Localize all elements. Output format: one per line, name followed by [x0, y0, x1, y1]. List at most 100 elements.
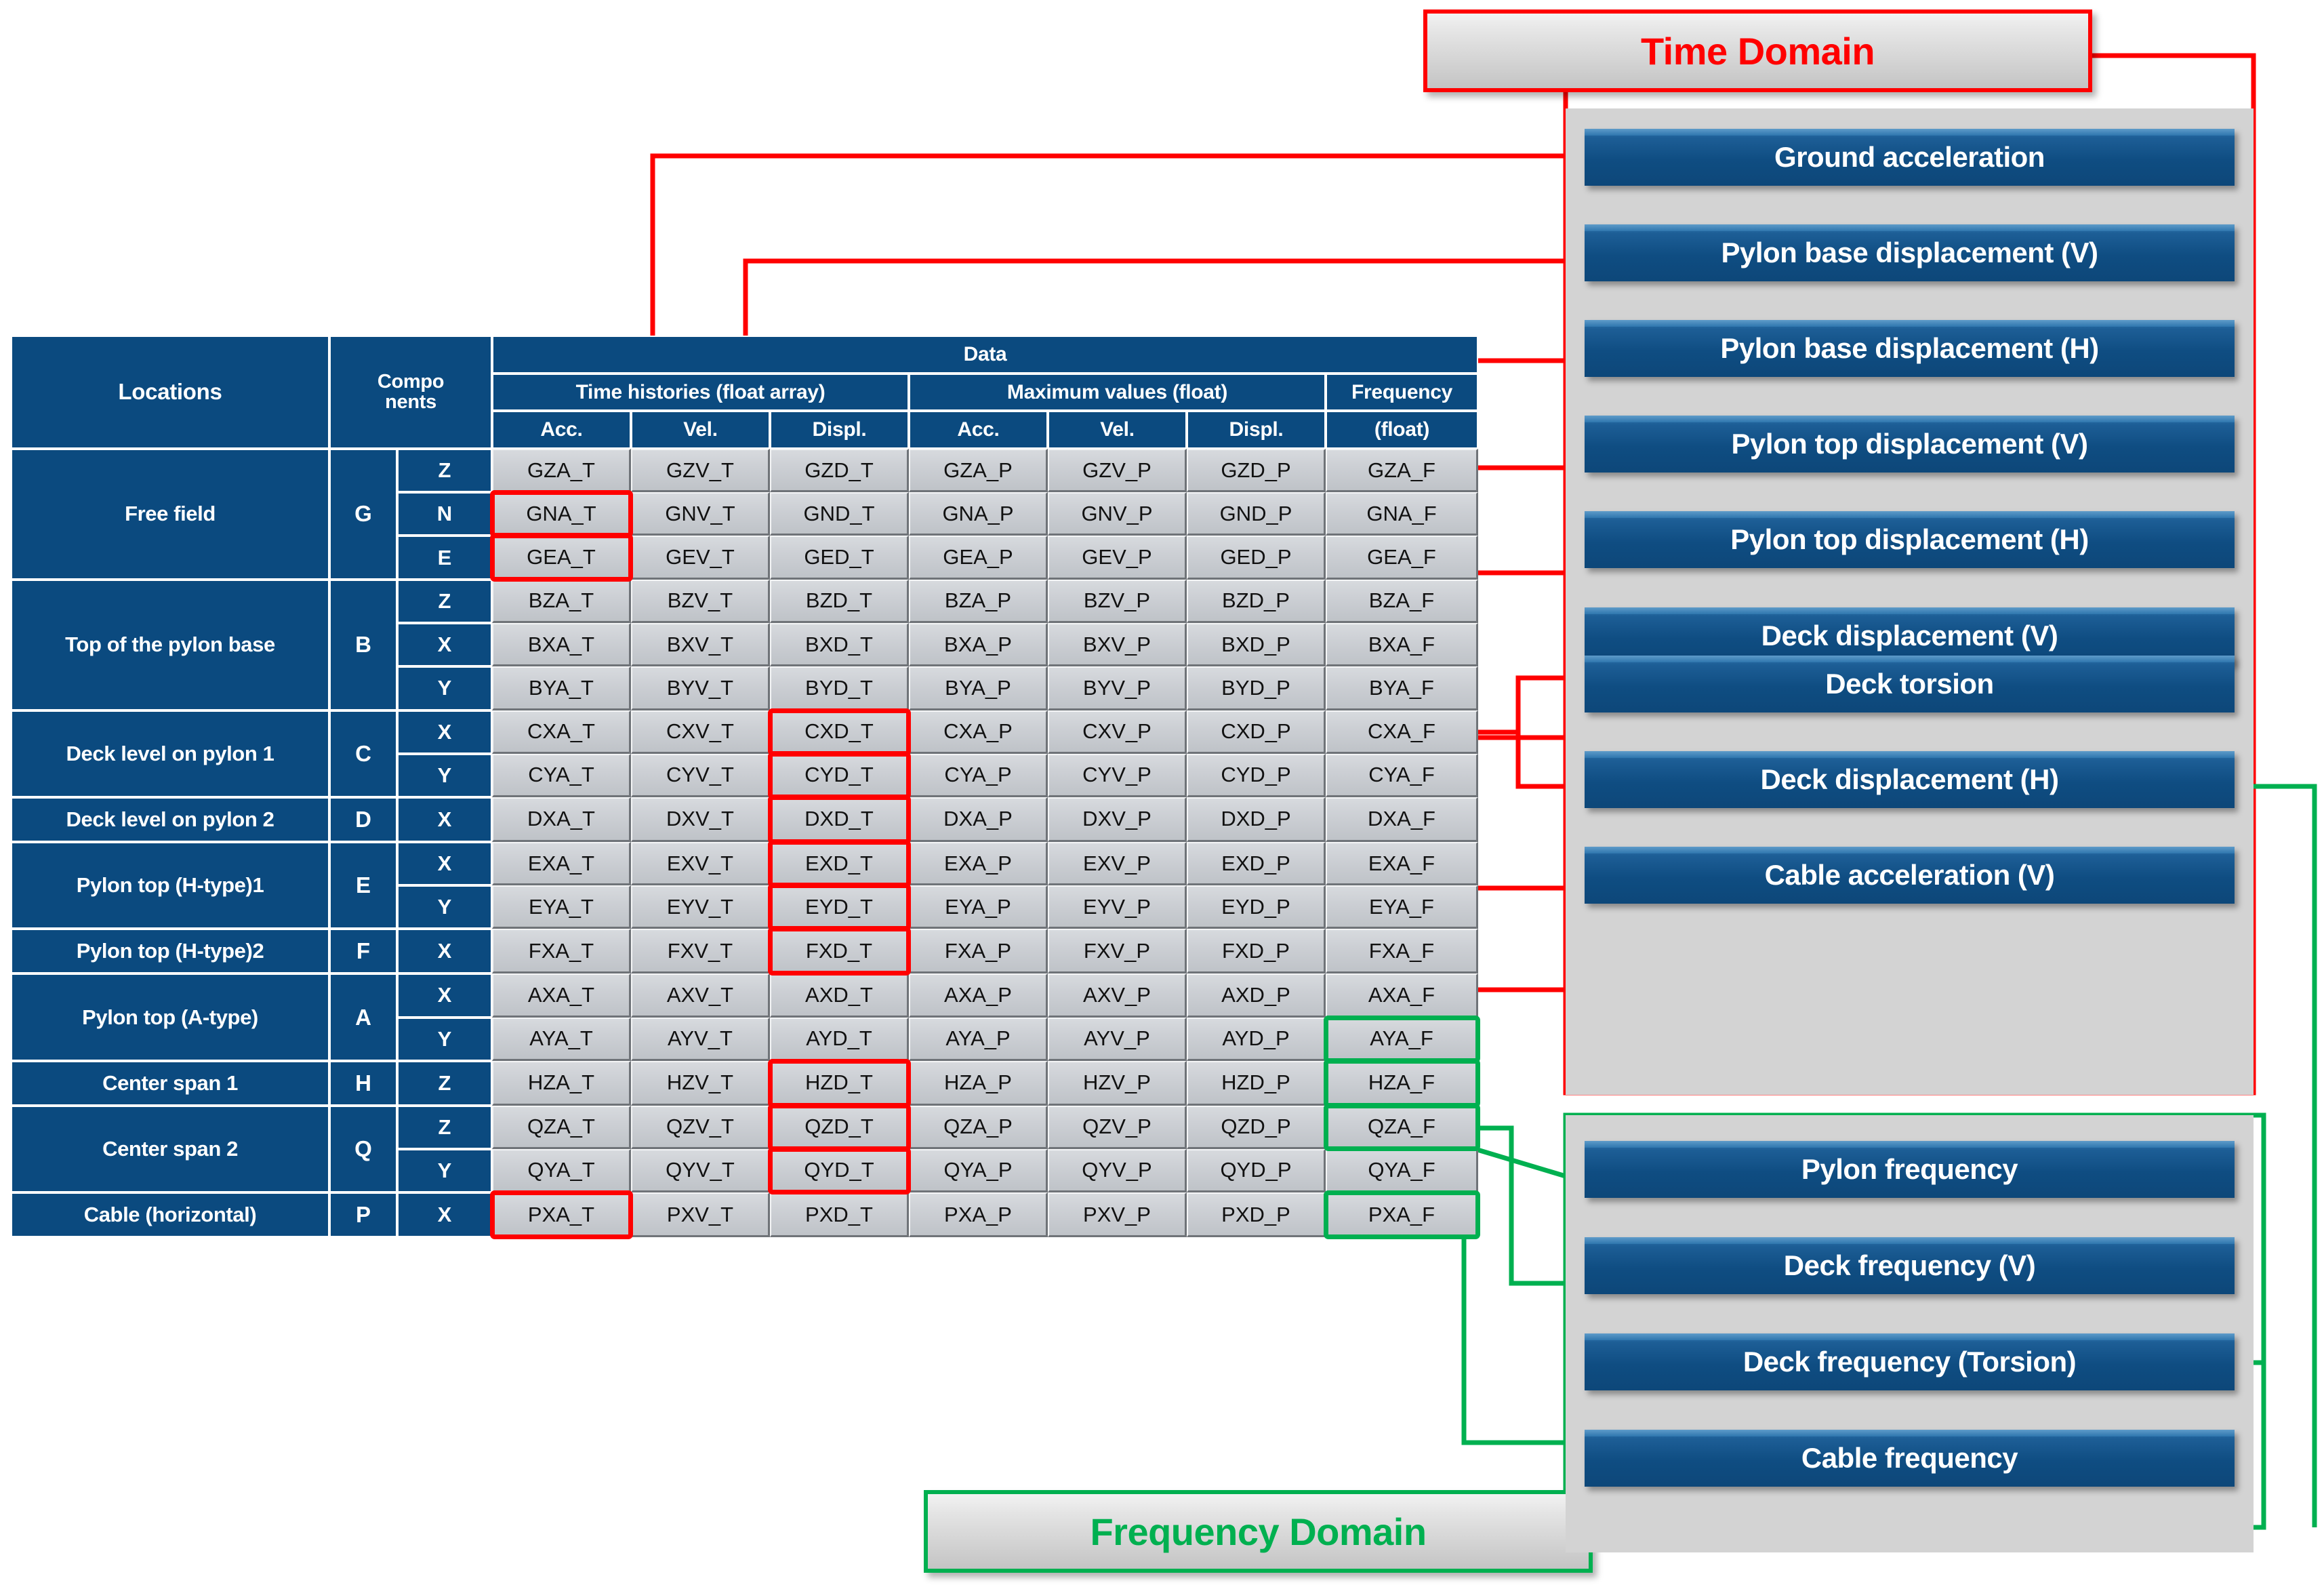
- data-cell: AXD_T: [770, 973, 909, 1018]
- location-code: H: [329, 1060, 397, 1106]
- data-cell: AXV_T: [631, 973, 770, 1018]
- data-cell: BYA_P: [909, 666, 1048, 710]
- time-domain-item-3[interactable]: Pylon base displacement (H): [1585, 320, 2235, 377]
- location-label: Pylon top (A-type): [11, 973, 329, 1061]
- time-domain-item-6[interactable]: Deck displacement (V): [1585, 607, 2235, 664]
- time-domain-item-label: Pylon top displacement (H): [1730, 523, 2089, 555]
- location-label: Pylon top (H-type)1: [11, 841, 329, 929]
- data-cell: BZD_P: [1187, 579, 1326, 623]
- data-cell: AXA_F: [1326, 973, 1479, 1018]
- data-cell: GZD_P: [1187, 448, 1326, 493]
- data-cell: CXA_F: [1326, 710, 1479, 754]
- data-cell: CXV_T: [631, 710, 770, 754]
- component-axis: X: [397, 797, 492, 842]
- data-cell: GZA_F: [1326, 448, 1479, 493]
- data-cell: HZV_T: [631, 1060, 770, 1106]
- frequency-domain-item-label: Deck frequency (V): [1783, 1249, 2036, 1281]
- th-acc-time: Acc.: [492, 411, 631, 449]
- data-cell: QYV_T: [631, 1148, 770, 1193]
- time-domain-item-label: Pylon base displacement (V): [1721, 237, 2098, 268]
- data-cell: PXA_T: [492, 1192, 631, 1237]
- data-cell: QYA_F: [1326, 1148, 1479, 1193]
- data-cell: DXA_P: [909, 797, 1048, 842]
- component-axis: Z: [397, 579, 492, 623]
- location-label: Center span 2: [11, 1105, 329, 1193]
- component-axis: N: [397, 492, 492, 536]
- component-axis: X: [397, 1192, 492, 1237]
- component-axis: Y: [397, 885, 492, 929]
- data-cell: PXD_T: [770, 1192, 909, 1237]
- data-cell: EXV_T: [631, 841, 770, 886]
- time-domain-item-label: Deck torsion: [1825, 668, 1994, 700]
- frequency-domain-item-label: Deck frequency (Torsion): [1742, 1346, 2077, 1378]
- location-label: Deck level on pylon 2: [11, 797, 329, 842]
- time-domain-label: Time Domain: [1640, 29, 1875, 73]
- data-cell: HZA_P: [909, 1060, 1048, 1106]
- data-cell: BXV_T: [631, 622, 770, 667]
- data-cell: QZV_P: [1048, 1105, 1187, 1149]
- data-cell: GED_T: [770, 536, 909, 580]
- location-code: P: [329, 1192, 397, 1237]
- data-cell: BZA_T: [492, 579, 631, 623]
- data-cell: AYV_P: [1048, 1017, 1187, 1061]
- data-cell: AYA_F: [1326, 1017, 1479, 1061]
- data-cell: CYV_T: [631, 753, 770, 798]
- data-cell: GZA_P: [909, 448, 1048, 493]
- time-domain-item-5[interactable]: Pylon top displacement (H): [1585, 511, 2235, 568]
- time-domain-item-9[interactable]: Cable acceleration (V): [1585, 847, 2235, 904]
- time-domain-item-label: Ground acceleration: [1774, 141, 2045, 173]
- data-cell: BZV_T: [631, 579, 770, 623]
- data-cell: FXV_T: [631, 929, 770, 974]
- location-code: G: [329, 448, 397, 580]
- data-cell: QYA_P: [909, 1148, 1048, 1193]
- data-cell: BZD_T: [770, 579, 909, 623]
- time-domain-item-2[interactable]: Pylon base displacement (V): [1585, 224, 2235, 281]
- frequency-domain-tag: Frequency Domain: [924, 1490, 1593, 1573]
- location-label: Free field: [11, 448, 329, 580]
- data-cell: PXD_P: [1187, 1192, 1326, 1237]
- location-label: Pylon top (H-type)2: [11, 929, 329, 974]
- data-cell: QYA_T: [492, 1148, 631, 1193]
- frequency-domain-item-1[interactable]: Pylon frequency: [1585, 1141, 2235, 1198]
- frequency-domain-item-4[interactable]: Cable frequency: [1585, 1430, 2235, 1487]
- data-cell: BYA_T: [492, 666, 631, 710]
- frequency-domain-item-3[interactable]: Deck frequency (Torsion): [1585, 1333, 2235, 1390]
- data-cell: BYV_T: [631, 666, 770, 710]
- data-cell: BYD_T: [770, 666, 909, 710]
- time-domain-item-label: Deck displacement (V): [1761, 620, 2058, 651]
- data-cell: HZD_T: [770, 1060, 909, 1106]
- th-displ-max: Displ.: [1187, 411, 1326, 449]
- time-domain-item-8[interactable]: Deck displacement (H): [1585, 751, 2235, 808]
- data-cell: QZA_P: [909, 1105, 1048, 1149]
- data-cell: GNA_F: [1326, 492, 1479, 536]
- time-domain-item-4[interactable]: Pylon top displacement (V): [1585, 416, 2235, 473]
- data-cell: EYD_P: [1187, 885, 1326, 929]
- component-axis: Y: [397, 753, 492, 798]
- data-cell: DXA_T: [492, 797, 631, 842]
- data-cell: AYD_P: [1187, 1017, 1326, 1061]
- data-cell: AXA_T: [492, 973, 631, 1018]
- data-cell: GEA_T: [492, 536, 631, 580]
- component-axis: X: [397, 841, 492, 886]
- data-cell: AYV_T: [631, 1017, 770, 1061]
- frequency-domain-item-2[interactable]: Deck frequency (V): [1585, 1237, 2235, 1294]
- data-cell: AYA_T: [492, 1017, 631, 1061]
- data-cell: EXD_T: [770, 841, 909, 886]
- location-code: Q: [329, 1105, 397, 1193]
- data-cell: CYD_P: [1187, 753, 1326, 798]
- time-domain-item-1[interactable]: Ground acceleration: [1585, 129, 2235, 186]
- location-label: Cable (horizontal): [11, 1192, 329, 1237]
- data-cell: BYA_F: [1326, 666, 1479, 710]
- data-cell: DXD_P: [1187, 797, 1326, 842]
- data-cell: DXD_T: [770, 797, 909, 842]
- time-domain-item-7[interactable]: Deck torsion: [1585, 656, 2235, 712]
